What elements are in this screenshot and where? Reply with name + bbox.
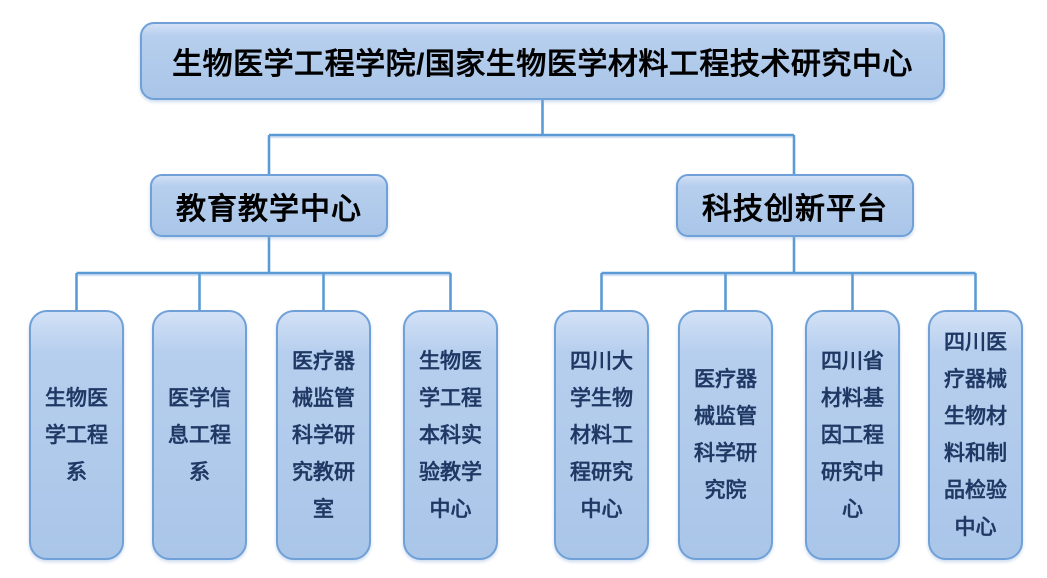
leaf-box-device-biomaterials-testing-center: 四川医疗器械生物材料和制品检验中心 xyxy=(928,310,1023,560)
branch-box-tech-innovation-platform: 科技创新平台 xyxy=(676,174,914,237)
leaf-label: 生物医学工程系 xyxy=(45,386,108,484)
leaf-box-materials-genome-research-center: 四川省材料基因工程研究中心 xyxy=(805,310,900,560)
leaf-box-undergraduate-lab-teaching-center: 生物医学工程本科实验教学中心 xyxy=(403,310,498,560)
leaf-box-device-regulatory-science-institute: 医疗器械监管科学研究院 xyxy=(678,310,773,560)
leaf-label: 医疗器械监管科学研究院 xyxy=(694,368,757,502)
leaf-label: 医疗器械监管科学研究教研室 xyxy=(292,349,355,521)
leaf-label: 四川医疗器械生物材料和制品检验中心 xyxy=(944,331,1007,539)
leaf-box-biomedical-engineering-dept: 生物医学工程系 xyxy=(29,310,124,560)
leaf-label: 生物医学工程本科实验教学中心 xyxy=(419,349,482,521)
branch-label: 教育教学中心 xyxy=(176,192,362,226)
leaf-box-biomaterials-engineering-research-center: 四川大学生物材料工程研究中心 xyxy=(554,310,649,560)
leaf-label: 四川省材料基因工程研究中心 xyxy=(821,349,884,521)
leaf-box-medical-information-engineering-dept: 医学信息工程系 xyxy=(152,310,247,560)
branch-box-education-teaching-center: 教育教学中心 xyxy=(150,174,388,237)
root-box-college-title: 生物医学工程学院/国家生物医学材料工程技术研究中心 xyxy=(140,22,945,100)
leaf-label: 四川大学生物材料工程研究中心 xyxy=(570,349,633,521)
leaf-label: 医学信息工程系 xyxy=(168,386,231,484)
root-box-label: 生物医学工程学院/国家生物医学材料工程技术研究中心 xyxy=(172,48,913,81)
leaf-box-device-regulatory-science-teaching-office: 医疗器械监管科学研究教研室 xyxy=(276,310,371,560)
branch-label: 科技创新平台 xyxy=(702,192,888,226)
